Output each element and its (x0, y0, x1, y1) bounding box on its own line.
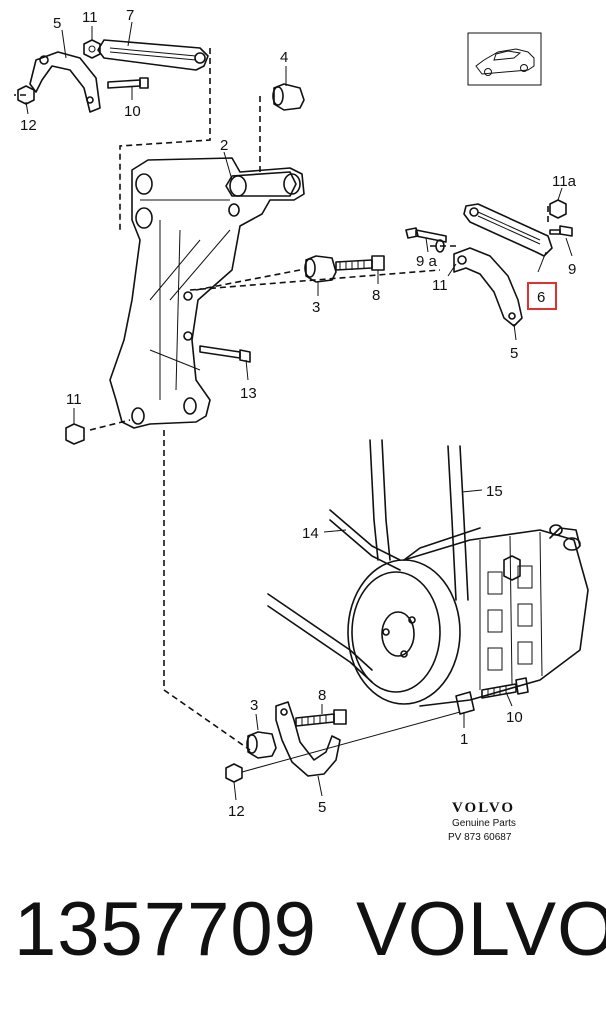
callout-3-bottom: 3 (250, 697, 258, 714)
bolt-9a (405, 227, 447, 243)
callout-8-mid: 8 (372, 287, 380, 304)
adjuster-link-6 (463, 203, 553, 257)
nut-11a (549, 199, 567, 219)
callout-9a: 9 a (416, 253, 438, 270)
brand-subtitle: Genuine Parts (452, 818, 516, 829)
bolt-8-bottom (295, 709, 347, 727)
main-bracket-2 (109, 157, 305, 429)
callout-4: 4 (280, 49, 288, 66)
bolt-10-bottom (481, 677, 529, 699)
lower-bracket-5 (275, 701, 341, 777)
callout-5-top: 5 (53, 15, 61, 32)
callout-5-right: 5 (510, 345, 518, 362)
callout-6-highlight (527, 282, 557, 310)
callout-13: 13 (240, 385, 257, 402)
bolt-8-mid (335, 255, 385, 271)
bolt-13 (199, 345, 251, 363)
callout-2: 2 (220, 137, 228, 154)
callout-6: 6 (537, 289, 545, 306)
callout-11-left: 11 (66, 391, 82, 408)
callout-8-bottom: 8 (318, 687, 326, 704)
brand-logo: VOLVO (452, 800, 515, 816)
bushing-4 (272, 83, 305, 111)
callout-7: 7 (126, 7, 134, 24)
bolt-9 (549, 225, 573, 237)
callout-11a: 11a (552, 173, 577, 190)
right-bracket-5 (453, 247, 523, 327)
drive-belts (267, 439, 469, 683)
bolt-10-top (107, 77, 149, 89)
callout-11-right: 11 (432, 277, 448, 294)
car-thumbnail (467, 32, 542, 86)
callout-5-bottom: 5 (318, 799, 326, 816)
parts-diagram: 5 11 7 4 12 10 2 11a 9 a 9 11 6 3 8 5 13… (14, 7, 589, 843)
part-number: 1357709 (14, 887, 317, 972)
callout-14: 14 (302, 525, 319, 542)
callout-11-top: 11 (82, 9, 98, 26)
callout-12-bottom: 12 (228, 803, 245, 820)
part-brand: VOLVO (356, 887, 606, 972)
callout-1: 1 (460, 731, 468, 748)
nut-12-top (17, 85, 35, 105)
leader-lines (25, 21, 573, 801)
nut-11-top (83, 39, 101, 59)
upper-left-bracket (29, 51, 101, 113)
callout-9: 9 (568, 261, 576, 278)
ac-compressor-1 (347, 524, 589, 715)
callout-15: 15 (486, 483, 503, 500)
callout-3-mid: 3 (312, 299, 320, 316)
brand-code: PV 873 60687 (448, 832, 512, 843)
nut-12-bottom (225, 763, 243, 783)
washer-11-right (435, 239, 445, 253)
callout-10-bottom: 10 (506, 709, 523, 726)
bushing-3-bottom (246, 731, 277, 759)
callout-10-top: 10 (124, 103, 141, 120)
nut-11-left (65, 423, 85, 445)
callout-12-top: 12 (20, 117, 37, 134)
link-rod-7 (97, 39, 209, 71)
bushing-3-mid (304, 255, 337, 283)
